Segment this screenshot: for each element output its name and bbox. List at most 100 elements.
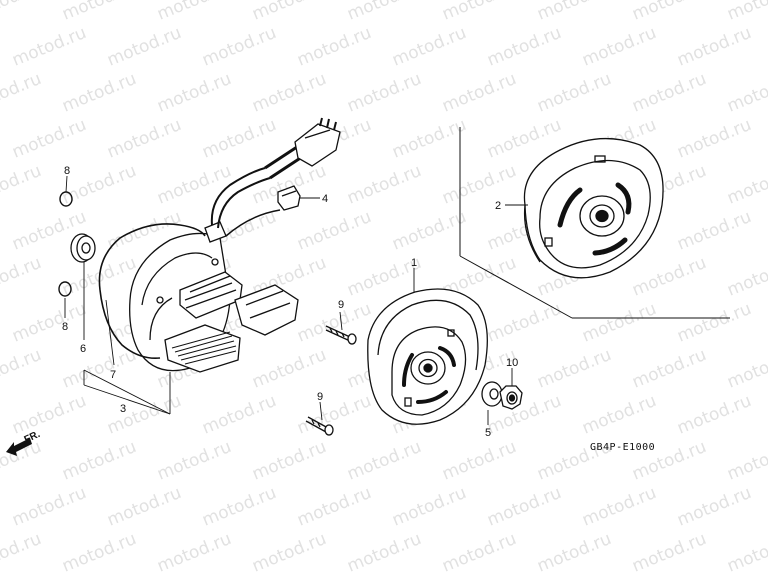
- inset-frame: [459, 127, 730, 319]
- watermark-text: motod.ru: [389, 207, 469, 255]
- watermark-text: motod.ru: [9, 299, 89, 347]
- watermark-text: motod.ru: [439, 161, 519, 209]
- watermark-text: motod.ru: [154, 437, 234, 485]
- washer: [481, 381, 503, 407]
- watermark-text: motod.ru: [0, 253, 44, 301]
- watermark-text: motod.ru: [9, 23, 89, 71]
- watermark-text: motod.ru: [439, 529, 519, 576]
- watermark-text: motod.ru: [9, 391, 89, 439]
- watermark-text: motod.ru: [439, 0, 519, 25]
- watermark-text: motod.ru: [724, 253, 768, 301]
- watermark-text: motod.ru: [724, 437, 768, 485]
- watermark-text: motod.ru: [294, 483, 374, 531]
- watermark-text: motod.ru: [294, 391, 374, 439]
- watermark-text: motod.ru: [294, 207, 374, 255]
- watermark-text: motod.ru: [534, 345, 614, 393]
- stator-assembly: [129, 117, 341, 373]
- bolt-lower: [305, 416, 334, 436]
- watermark-text: motod.ru: [724, 529, 768, 576]
- watermark-text: motod.ru: [579, 299, 659, 347]
- watermark-text: motod.ru: [199, 391, 279, 439]
- watermark-text: motod.ru: [579, 391, 659, 439]
- watermark-text: motod.ru: [724, 161, 768, 209]
- watermark-text: motod.ru: [59, 69, 139, 117]
- watermark-text: motod.ru: [154, 529, 234, 576]
- watermark-text: motod.ru: [534, 529, 614, 576]
- watermark-text: motod.ru: [439, 69, 519, 117]
- watermark-text: motod.ru: [674, 115, 754, 163]
- callout-3: 3: [120, 403, 126, 415]
- watermark-text: motod.ru: [484, 23, 564, 71]
- callout-9-upper: 9: [338, 299, 344, 311]
- watermark-text: motod.ru: [674, 207, 754, 255]
- callout-8-lower: 8: [62, 321, 68, 333]
- flange-nut: [499, 385, 523, 410]
- callout-2: 2: [495, 200, 501, 212]
- watermark-text: motod.ru: [534, 0, 614, 25]
- watermark-text: motod.ru: [104, 115, 184, 163]
- callout-10: 10: [506, 357, 518, 369]
- watermark-text: motod.ru: [534, 69, 614, 117]
- watermark-text: motod.ru: [629, 345, 709, 393]
- watermark-text: motod.ru: [249, 69, 329, 117]
- rotor-back-view: [523, 137, 664, 279]
- watermark-text: motod.ru: [344, 529, 424, 576]
- watermark-text: motod.ru: [724, 345, 768, 393]
- watermark-text: motod.ru: [0, 529, 44, 576]
- watermark-text: motod.ru: [59, 529, 139, 576]
- watermark-text: motod.ru: [579, 23, 659, 71]
- watermark-text: motod.ru: [484, 483, 564, 531]
- wire-clamp: [277, 185, 301, 211]
- watermark-text: motod.ru: [674, 391, 754, 439]
- watermark-text: motod.ru: [629, 0, 709, 25]
- callouts: 8 8 6 7 3 4 9 9 1 2 5 10: [62, 165, 518, 439]
- watermark-text: motod.ru: [674, 23, 754, 71]
- watermark-text: motod.ru: [389, 115, 469, 163]
- watermark-text: motod.ru: [249, 529, 329, 576]
- watermark-text: motod.ru: [199, 115, 279, 163]
- watermark-text: motod.ru: [9, 115, 89, 163]
- watermark-text: motod.ru: [344, 0, 424, 25]
- callout-8-upper: 8: [64, 165, 70, 177]
- watermark-text: motod.ru: [0, 161, 44, 209]
- watermark-text: motod.ru: [439, 437, 519, 485]
- watermark-text: motod.ru: [154, 69, 234, 117]
- watermark-text: motod.ru: [249, 437, 329, 485]
- watermark-text: motod.ru: [59, 437, 139, 485]
- watermark-text: motod.ru: [104, 23, 184, 71]
- watermark-text: motod.ru: [199, 483, 279, 531]
- callout-1: 1: [411, 257, 417, 269]
- watermark-text: motod.ru: [294, 299, 374, 347]
- callout-4: 4: [322, 193, 328, 205]
- callout-5: 5: [485, 427, 491, 439]
- watermark-text: motod.ru: [104, 391, 184, 439]
- watermark-text: motod.ru: [389, 23, 469, 71]
- watermark-text: motod.ru: [674, 299, 754, 347]
- watermark-text: motod.ru: [0, 69, 44, 117]
- watermark-text: motod.ru: [0, 345, 44, 393]
- watermark-text: motod.ru: [629, 69, 709, 117]
- watermark-text: motod.ru: [59, 0, 139, 25]
- watermark-text: motod.ru: [199, 23, 279, 71]
- watermark-text: motod.ru: [249, 345, 329, 393]
- watermark-text: motod.ru: [629, 529, 709, 576]
- watermark-text: motod.ru: [249, 0, 329, 25]
- watermark-text: motod.ru: [724, 0, 768, 25]
- callout-9-lower: 9: [317, 391, 323, 403]
- bolt-upper: [325, 325, 357, 345]
- watermark-text: motod.ru: [0, 0, 44, 25]
- watermark-text: motod.ru: [344, 437, 424, 485]
- watermark-text: motod.ru: [579, 483, 659, 531]
- diagram-code: GB4P-E1000: [590, 442, 655, 453]
- watermark-text: motod.ru: [9, 483, 89, 531]
- watermark-text: motod.ru: [344, 161, 424, 209]
- callout-6: 6: [80, 343, 86, 355]
- leader-lines: [64, 175, 528, 425]
- watermark-text: motod.ru: [674, 483, 754, 531]
- watermark-text: motod.ru: [104, 483, 184, 531]
- watermark-text: motod.ru: [344, 69, 424, 117]
- watermark-text: motod.ru: [724, 69, 768, 117]
- watermark-text: motod.ru: [389, 483, 469, 531]
